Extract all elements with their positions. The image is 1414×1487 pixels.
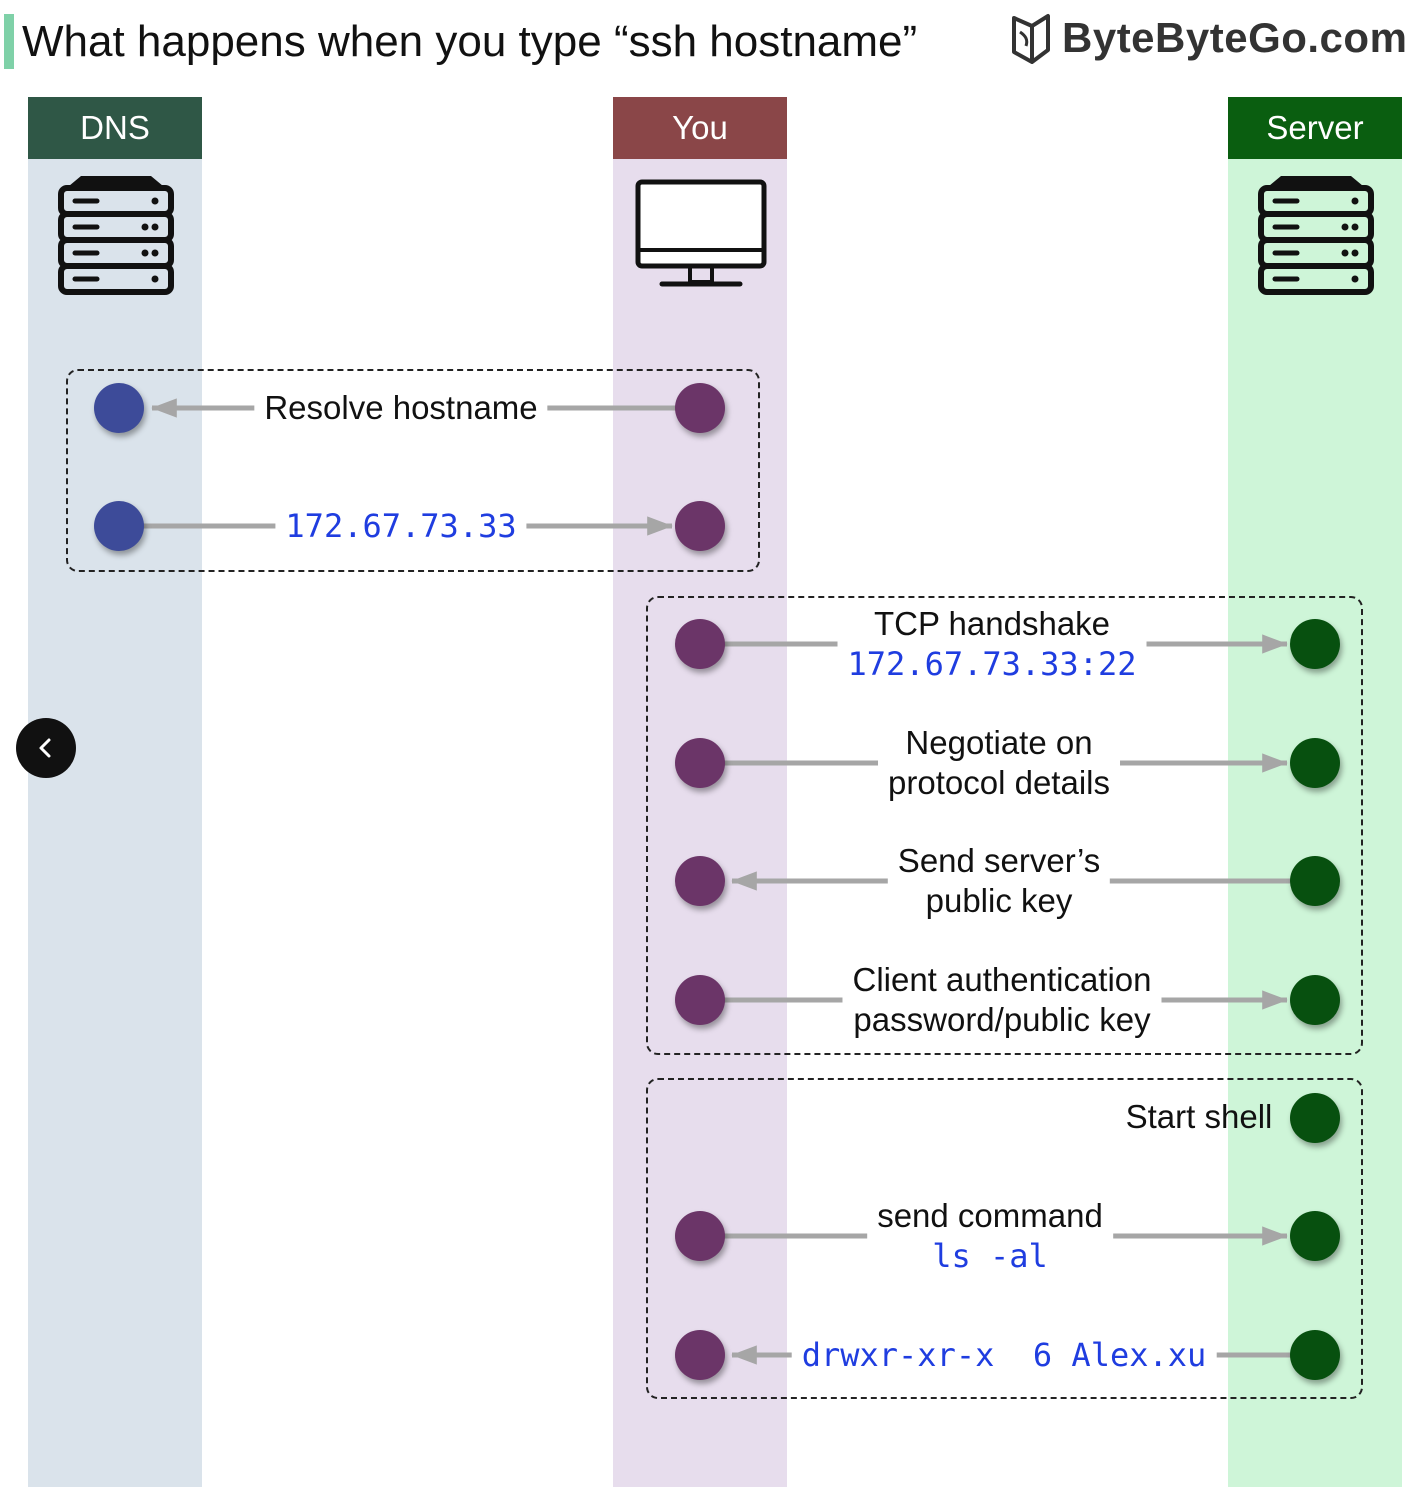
page-title: What happens when you type “ssh hostname… bbox=[22, 17, 918, 66]
step-tcp-handshake: TCP handshake 172.67.73.33:22 bbox=[837, 604, 1147, 684]
step-start-shell: Start shell bbox=[1116, 1097, 1283, 1137]
lane-header-server: Server bbox=[1228, 97, 1402, 159]
command-code: ls -al bbox=[932, 1237, 1048, 1275]
server-node bbox=[1290, 1093, 1340, 1143]
command-output: drwxr-xr-x 6 Alex.xu bbox=[801, 1336, 1207, 1374]
handshake-group bbox=[646, 596, 1363, 1055]
lane-server: Server bbox=[1228, 97, 1402, 1487]
you-node bbox=[675, 1211, 725, 1261]
step-public-key-line1: Send server’s bbox=[897, 842, 1101, 879]
step-client-auth-line2: password/public key bbox=[853, 1001, 1151, 1038]
you-node bbox=[675, 975, 725, 1025]
lane-dns: DNS bbox=[28, 97, 202, 1487]
resolved-ip: 172.67.73.33 bbox=[285, 507, 517, 545]
step-start-shell-text: Start shell bbox=[1125, 1098, 1273, 1135]
server-rack-icon bbox=[1258, 176, 1374, 295]
dns-server-rack-icon bbox=[58, 176, 174, 295]
step-public-key: Send server’s public key bbox=[887, 841, 1111, 921]
server-node bbox=[1290, 856, 1340, 906]
step-tcp-handshake-text: TCP handshake bbox=[873, 605, 1111, 642]
session-group bbox=[646, 1078, 1363, 1399]
step-dns-reply: 172.67.73.33 bbox=[275, 506, 527, 546]
monitor-icon bbox=[635, 179, 767, 287]
step-negotiate: Negotiate on protocol details bbox=[878, 723, 1120, 803]
brand-name: ByteByteGo.com bbox=[1062, 14, 1408, 61]
brand: ByteByteGo.com bbox=[1008, 8, 1407, 68]
you-node bbox=[675, 501, 725, 551]
step-resolve-hostname-text: Resolve hostname bbox=[264, 389, 538, 426]
you-node bbox=[675, 738, 725, 788]
step-negotiate-line1: Negotiate on bbox=[905, 724, 1093, 761]
server-node bbox=[1290, 1330, 1340, 1380]
step-resolve-hostname: Resolve hostname bbox=[254, 388, 548, 428]
dns-node bbox=[94, 501, 144, 551]
lane-header-you: You bbox=[613, 97, 787, 159]
dns-node bbox=[94, 383, 144, 433]
you-node bbox=[675, 619, 725, 669]
chevron-left-icon bbox=[39, 738, 51, 758]
server-node bbox=[1290, 1211, 1340, 1261]
previous-slide-button[interactable] bbox=[16, 718, 76, 778]
server-node bbox=[1290, 619, 1340, 669]
bytebytego-logo-icon bbox=[1012, 14, 1050, 64]
step-command-output: drwxr-xr-x 6 Alex.xu bbox=[791, 1335, 1217, 1375]
step-client-auth-line1: Client authentication bbox=[852, 961, 1152, 998]
step-public-key-line2: public key bbox=[925, 882, 1073, 919]
you-node bbox=[675, 856, 725, 906]
server-node bbox=[1290, 975, 1340, 1025]
dns-lookup-group bbox=[66, 369, 760, 572]
tcp-target-address: 172.67.73.33:22 bbox=[847, 645, 1137, 683]
step-send-command: send command ls -al bbox=[867, 1196, 1113, 1276]
server-node bbox=[1290, 738, 1340, 788]
title-accent-bar bbox=[4, 14, 14, 69]
you-node bbox=[675, 1330, 725, 1380]
you-node bbox=[675, 383, 725, 433]
lane-header-dns: DNS bbox=[28, 97, 202, 159]
step-send-command-text: send command bbox=[877, 1197, 1103, 1234]
step-client-auth: Client authentication password/public ke… bbox=[842, 960, 1162, 1040]
step-negotiate-line2: protocol details bbox=[888, 764, 1110, 801]
